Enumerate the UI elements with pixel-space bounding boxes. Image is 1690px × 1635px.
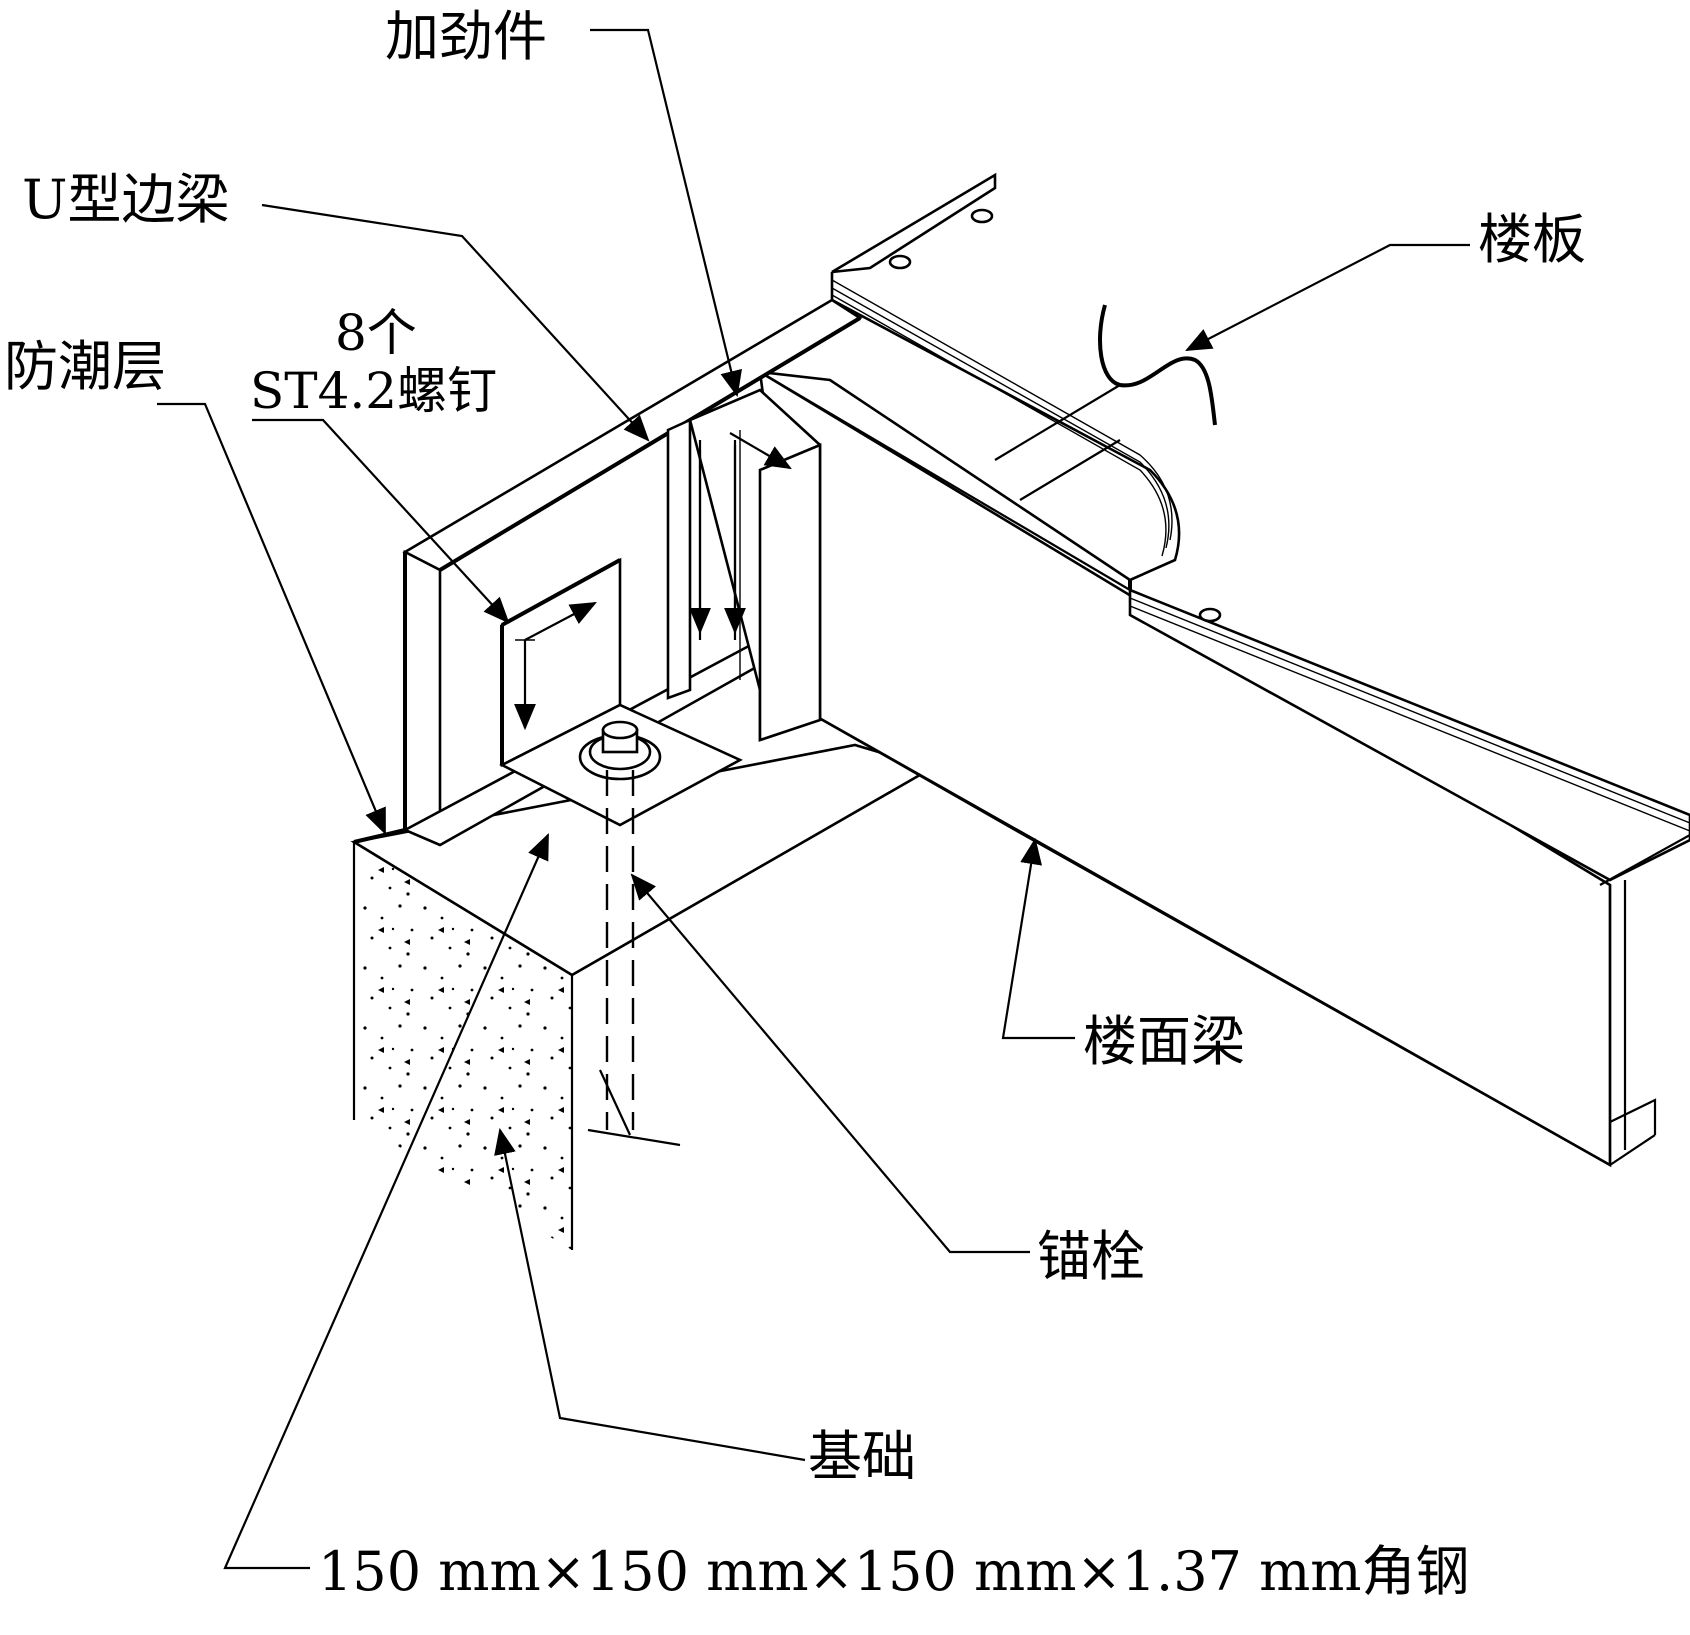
slab-screw-heads — [888, 208, 1222, 623]
stiffener — [666, 388, 822, 742]
label-u-rim-beam: U型边梁 — [22, 168, 230, 231]
leader-u-rim-beam — [261, 203, 650, 442]
moisture-layer-line — [353, 828, 406, 844]
labels: 加劲件 U型边梁 楼板 8个 ST4.2螺钉 防潮层 楼面梁 锚栓 基础 150… — [4, 5, 1586, 1603]
foundation — [350, 743, 936, 1250]
leader-foundation — [494, 1127, 806, 1462]
floor-slab-top — [831, 172, 997, 274]
foundation-front-face — [354, 842, 572, 1250]
slab-break-line — [1098, 304, 1217, 426]
label-angle-steel: 150 mm×150 mm×150 mm×1.37 mm角钢 — [318, 1540, 1469, 1603]
leader-screws — [252, 418, 510, 624]
leader-floor-slab — [1185, 243, 1470, 352]
label-stiffener: 加劲件 — [385, 5, 547, 68]
leader-lines — [157, 28, 1470, 1570]
leader-moisture-layer — [157, 402, 387, 836]
label-screws-spec: ST4.2螺钉 — [250, 362, 497, 420]
floor-slab-laminations — [831, 279, 1173, 557]
label-floor-joist: 楼面梁 — [1083, 1010, 1245, 1073]
label-foundation: 基础 — [808, 1425, 916, 1488]
leader-floor-joist — [1001, 837, 1075, 1040]
label-screws-count: 8个 — [335, 304, 417, 362]
floor-slab — [757, 172, 1690, 886]
label-anchor-bolt: 锚栓 — [1037, 1225, 1145, 1288]
stiffener-screw-arrow-3 — [729, 432, 792, 470]
leader-stiffener — [590, 28, 742, 398]
leader-anchor-bolt — [630, 873, 1030, 1254]
leader-angle-steel — [223, 832, 550, 1570]
anchor-bolt — [578, 720, 662, 1130]
angle-screw-arrow-2 — [524, 601, 597, 641]
label-floor-slab: 楼板 — [1478, 208, 1586, 271]
label-moisture-layer: 防潮层 — [4, 335, 166, 398]
